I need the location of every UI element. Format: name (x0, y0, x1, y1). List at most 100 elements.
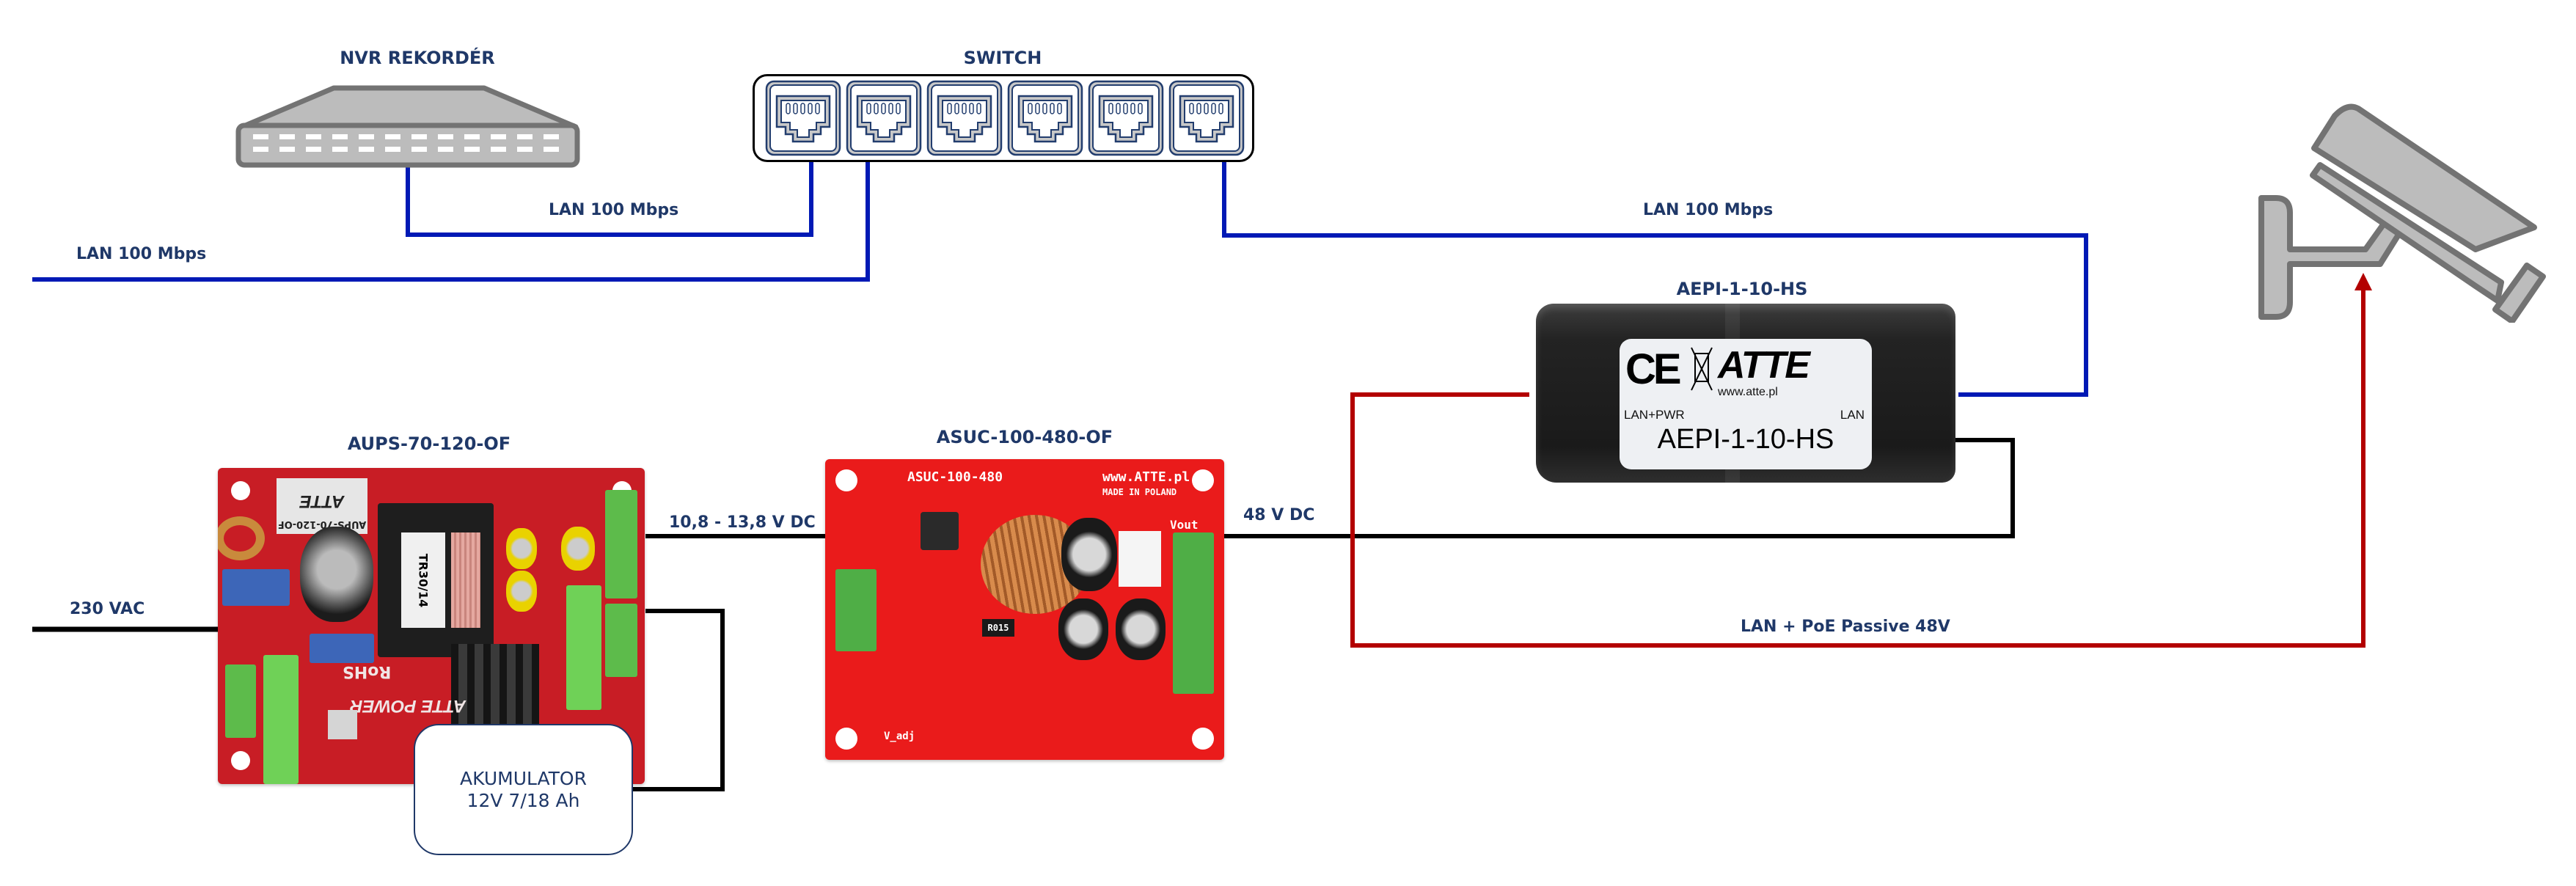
nvr-port-led (332, 134, 348, 139)
copper-winding (451, 532, 480, 628)
sticker-model: AEPI-1-10-HS (1657, 424, 1834, 455)
sticker-url: www.atte.pl (1718, 386, 1778, 398)
label-ups-converter: 10,8 - 13,8 V DC (669, 513, 816, 532)
mount-hole (1192, 728, 1214, 750)
injector-label: AEPI-1-10-HS (1676, 279, 1808, 299)
vin-terminal (835, 569, 877, 651)
ce-mark-icon: CE (1625, 345, 1682, 393)
film-capacitor (310, 634, 374, 663)
atte-logo: ATTE (1718, 344, 1810, 387)
label-switch-injector: LAN 100 Mbps (1643, 201, 1774, 219)
nvr-port-led (253, 147, 268, 152)
nvr-port-led (385, 134, 400, 139)
capacitor (506, 571, 537, 612)
nvr-port-led (306, 147, 321, 152)
label-converter-injector: 48 V DC (1243, 506, 1315, 524)
capacitor (561, 527, 595, 571)
inductor (921, 512, 959, 550)
arrow-head-icon (2354, 273, 2372, 290)
nvr-port-led (438, 147, 453, 152)
transformer: TR30/14 (378, 503, 494, 657)
battery-terminal (605, 604, 637, 677)
wire-ups-to-battery (633, 609, 725, 791)
nvr-port-led (385, 147, 400, 152)
wire-converter-to-injector (1224, 438, 2015, 538)
transformer-label-area: TR30/14 (401, 532, 445, 628)
switch-port-2[interactable] (846, 80, 922, 156)
nvr-port-led (491, 134, 506, 139)
nvr-port-led (253, 134, 268, 139)
switch-port-3[interactable] (926, 80, 1003, 156)
switch-port-4[interactable] (1007, 80, 1083, 156)
vout-label: Vout (1170, 518, 1199, 532)
nvr-port-led (464, 147, 480, 152)
capacitor (1116, 598, 1166, 660)
shunt-resistor: R015 (982, 619, 1014, 637)
weee-bin-icon (1690, 346, 1713, 391)
board-url: www.ATTE.pl (1102, 469, 1190, 485)
brand-mark: ATTE POWER (350, 696, 466, 716)
wire-uplink-lan (32, 162, 870, 282)
ac-input-terminal (225, 664, 256, 738)
capacitor (1061, 518, 1117, 591)
label-injector-camera: LAN + PoE Passive 48V (1741, 618, 1950, 636)
nvr-port-led (359, 134, 374, 139)
nvr-port-led (491, 147, 506, 152)
switch-port-5[interactable] (1088, 80, 1164, 156)
nvr-port-led (411, 134, 427, 139)
mount-hole (231, 751, 250, 770)
capacitor (506, 528, 537, 569)
nvr-port-led (438, 134, 453, 139)
switch-port-6[interactable] (1168, 80, 1245, 156)
injector-sticker: CE ATTE www.atte.pl LAN+PWR LAN AEPI-1-1… (1620, 339, 1872, 469)
made-in: MADE IN POLAND (1102, 487, 1177, 497)
mount-hole (231, 481, 250, 500)
vadj-label: V_adj (884, 731, 915, 742)
sticker-model: AUPS-70-120-OF (277, 519, 367, 530)
battery-box[interactable]: AKUMULATOR 12V 7/18 Ah (414, 724, 633, 855)
nvr-recorder-icon[interactable] (235, 84, 581, 169)
qr-code (328, 710, 357, 739)
wire-switch-to-injector (1222, 162, 2088, 397)
vout-terminal (1173, 532, 1214, 694)
label-nvr-switch: LAN 100 Mbps (549, 201, 679, 219)
dc-output-terminal (605, 490, 637, 598)
cctv-camera-icon[interactable] (2255, 103, 2549, 323)
nvr-port-led (279, 147, 295, 152)
sticker-brand: ATTE (299, 491, 345, 511)
electrolytic-capacitor (300, 527, 373, 622)
nvr-port-led (306, 134, 321, 139)
dc-converter-board[interactable]: ASUC-100-480 www.ATTE.pl MADE IN POLAND … (825, 459, 1224, 760)
label-mains: 230 VAC (70, 600, 145, 618)
poe-injector[interactable]: CE ATTE www.atte.pl LAN+PWR LAN AEPI-1-1… (1536, 304, 1955, 483)
port-label-lan-pwr: LAN+PWR (1624, 408, 1685, 422)
rohs-mark: RoHS (343, 662, 392, 681)
switch-port-1[interactable] (765, 80, 841, 156)
board-model: ASUC-100-480 (907, 469, 1003, 485)
nvr-port-led (464, 134, 480, 139)
nvr-label: NVR REKORDÉR (340, 48, 495, 68)
capacitor (1058, 598, 1108, 660)
wire-injector-to-camera (1350, 288, 2365, 648)
label-uplink: LAN 100 Mbps (76, 245, 207, 263)
toroid-coil (218, 516, 265, 560)
wire-nvr-to-switch (406, 162, 813, 237)
fuse-holder (566, 585, 601, 710)
film-capacitor (222, 569, 290, 606)
battery-label-line1: AKUMULATOR (460, 767, 587, 789)
mount-hole (835, 469, 857, 491)
network-switch-icon[interactable] (753, 74, 1254, 162)
converter-label: ASUC-100-480-OF (936, 427, 1113, 447)
ups-sticker: AUPS-70-120-OF ATTE (277, 478, 367, 534)
nvr-port-led (544, 134, 559, 139)
switch-label: SWITCH (963, 48, 1042, 68)
nvr-port-led (517, 134, 533, 139)
nvr-port-led (411, 147, 427, 152)
port-label-lan: LAN (1840, 408, 1865, 422)
nvr-port-led (279, 134, 295, 139)
nvr-port-led (332, 147, 348, 152)
fuse-holder (263, 655, 299, 784)
nvr-port-led (544, 147, 559, 152)
nvr-port-led (359, 147, 374, 152)
